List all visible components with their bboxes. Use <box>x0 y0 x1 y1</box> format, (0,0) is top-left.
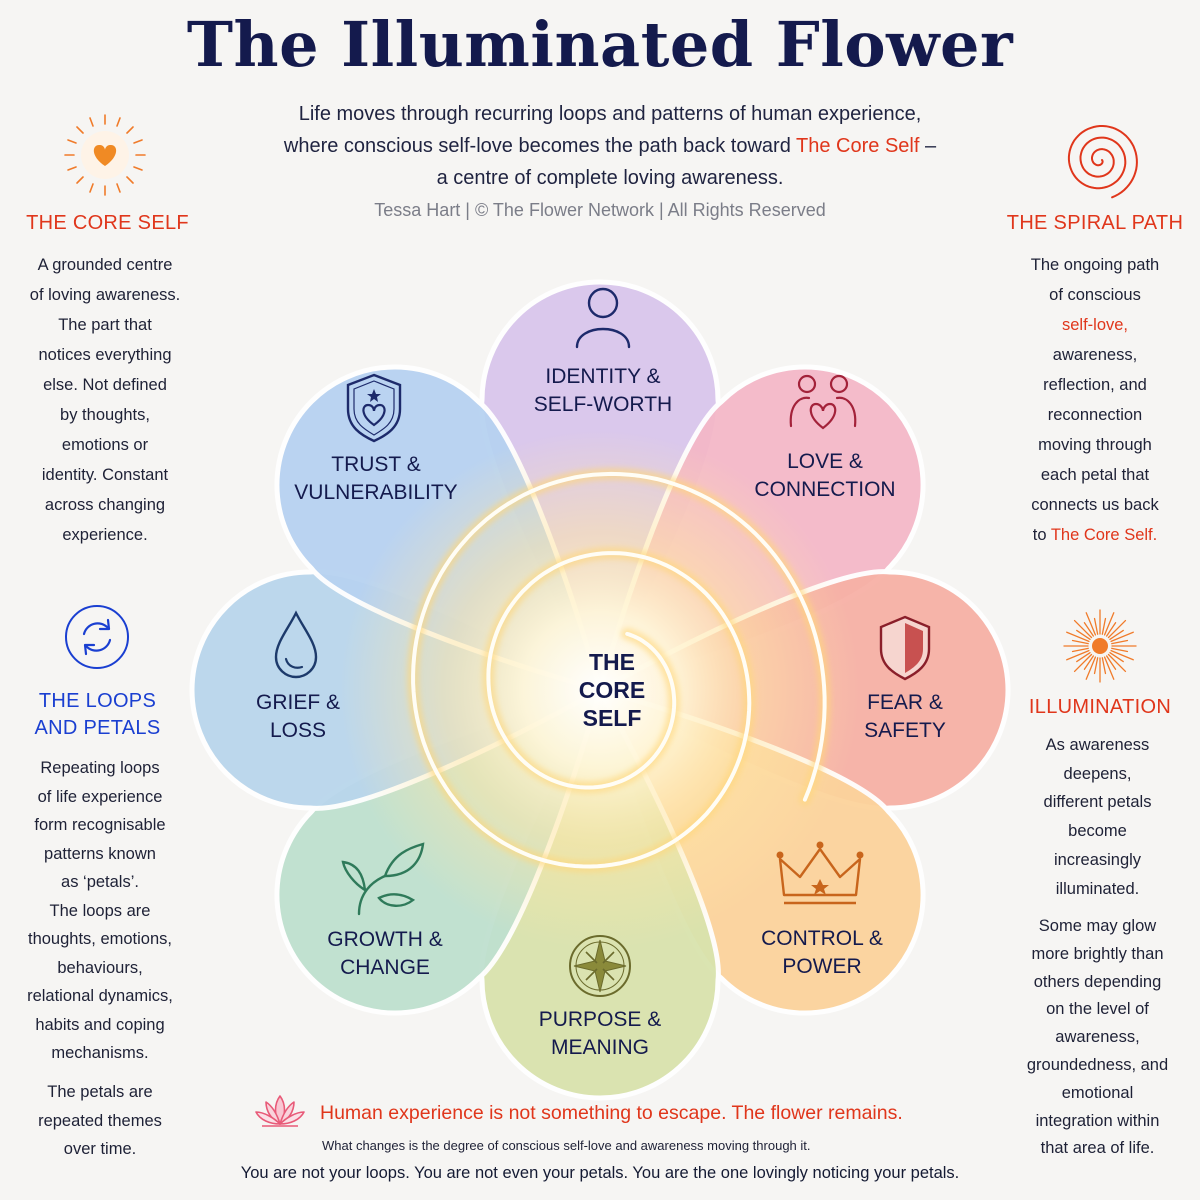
intro-line-2: where conscious self-love becomes the pa… <box>283 135 937 157</box>
bottom-headline: Human experience is not something to esc… <box>320 1102 903 1124</box>
illumination-more-line: awareness, <box>1055 1028 1140 1047</box>
loops-line: mechanisms. <box>51 1044 149 1062</box>
petal-label-grief: GRIEF & <box>256 691 340 714</box>
loops-line: Repeating loops <box>40 759 160 777</box>
person-icon <box>575 287 631 349</box>
core-self-line: emotions or <box>61 436 149 454</box>
illumination-more-line: emotional <box>1061 1083 1134 1102</box>
petal-label-trust: TRUST & <box>331 453 420 476</box>
compass-star-icon <box>569 935 631 997</box>
center-line-3: SELF <box>583 705 642 731</box>
core-self-highlight: The Core Self <box>796 135 920 157</box>
petal-label-control-2: POWER <box>782 955 861 978</box>
core-self-line: identity. Constant <box>41 466 169 484</box>
intro-line-1: Life moves through recurring loops and p… <box>298 103 922 125</box>
core-self-line: notices everything <box>38 346 172 364</box>
petals-line: over time. <box>63 1140 137 1158</box>
core-self-line: by thoughts, <box>60 406 150 424</box>
illumination-more-line: groundedness, and <box>1026 1055 1169 1074</box>
spiral-icon <box>1058 118 1142 202</box>
illumination-more-line: on the level of <box>1046 1000 1149 1019</box>
petal-label-fear-2: SAFETY <box>864 719 946 742</box>
petal-label-grief-2: LOSS <box>270 719 326 742</box>
core-self-line: The part that <box>58 316 152 334</box>
loops-description: Repeating loops of life experience form re… <box>10 754 190 1068</box>
bottom-subtext: What changes is the degree of conscious … <box>322 1138 811 1153</box>
petal-label-love: LOVE & <box>787 450 863 473</box>
petal-label-purpose: PURPOSE & <box>539 1008 662 1031</box>
loops-line: thoughts, emotions, <box>27 930 172 948</box>
petal-label-purpose-2: MEANING <box>551 1036 649 1059</box>
petal-label-identity-2: SELF-WORTH <box>534 393 672 416</box>
loops-line: behaviours, <box>57 958 143 977</box>
loops-line: habits and coping <box>35 1015 165 1034</box>
illumination-line: As awareness <box>1045 736 1150 754</box>
core-self-line: A grounded centre <box>37 256 173 274</box>
core-self-line: else. Not defined <box>43 376 167 394</box>
center-line-2: CORE <box>579 677 645 703</box>
petal-label-identity: IDENTITY & <box>545 365 660 388</box>
heart-sun-icon <box>60 110 150 200</box>
cycle-arrows-icon <box>62 602 132 672</box>
radiant-sun-icon <box>1060 606 1140 686</box>
petal-label-fear: FEAR & <box>867 691 943 714</box>
illumination-heading: ILLUMINATION <box>1028 696 1172 718</box>
couple-heart-icon <box>789 374 857 430</box>
shield-heart-icon <box>346 373 402 443</box>
petal-label-growth: GROWTH & <box>327 928 443 951</box>
bottom-affirmation: You are not your loops. You are not even… <box>240 1164 960 1182</box>
core-self-line: of loving awareness. <box>29 286 181 304</box>
loops-line: relational dynamics, <box>27 987 173 1005</box>
loops-line: The loops are <box>49 901 151 920</box>
loops-line: patterns known <box>44 844 156 863</box>
illumination-more-line: others depending <box>1033 972 1162 991</box>
page-title: The Illuminated Flower <box>186 8 1014 81</box>
illumination-description: As awareness deepens, different petals beco… <box>1010 731 1185 903</box>
loops-line: of life experience <box>37 787 163 806</box>
spiral-heading: THE SPIRAL PATH <box>1006 212 1184 234</box>
petal-label-trust-2: VULNERABILITY <box>294 481 457 504</box>
core-self-line: experience. <box>62 526 148 544</box>
intro-text: Life moves through recurring loops and p… <box>230 98 990 194</box>
credit-line: Tessa Hart | © The Flower Network | All … <box>374 200 826 220</box>
petals-description: The petals are repeated themes over time. <box>10 1078 190 1164</box>
illumination-more-line: more brightly than <box>1031 944 1164 963</box>
spiral-description: The ongoing path of conscious self-love,… <box>1030 256 1160 544</box>
loops-line: form recognisable <box>34 816 166 834</box>
petals-line: The petals are <box>47 1083 153 1101</box>
core-self-line: across changing <box>44 496 166 514</box>
intro-line-3: a centre of complete loving awareness. <box>436 167 784 189</box>
illumination-line: different petals <box>1043 793 1152 812</box>
illumination-line: become <box>1068 822 1127 841</box>
petal-label-control: CONTROL & <box>761 927 883 950</box>
lotus-icon <box>252 1090 308 1130</box>
petals-line: repeated themes <box>38 1111 162 1130</box>
illumination-description-2: Some may glow more brightly than others de… <box>1005 913 1190 1163</box>
loops-line: as ‘petals’. <box>61 873 139 891</box>
illumination-more-line: that area of life. <box>1040 1139 1155 1158</box>
illumination-more-line: integration within <box>1035 1111 1160 1130</box>
illumination-line: illuminated. <box>1055 879 1140 898</box>
spiral-path <box>411 471 827 869</box>
core-self-center: THE CORE SELF <box>579 649 645 731</box>
illumination-more-line: Some may glow <box>1038 917 1157 935</box>
loops-heading: THE LOOPS AND PETALS <box>34 690 161 739</box>
center-line-1: THE <box>589 649 635 675</box>
petal-label-love-2: CONNECTION <box>754 478 895 501</box>
illumination-line: deepens, <box>1063 764 1132 783</box>
shield-icon <box>879 615 931 681</box>
illumination-line: increasingly <box>1053 850 1142 869</box>
water-drop-icon <box>274 610 318 679</box>
crown-icon <box>776 841 864 905</box>
core-self-description: A grounded centre of loving awareness. The… <box>15 250 195 550</box>
sprout-icon <box>341 842 425 916</box>
core-self-heading: THE CORE SELF <box>26 212 189 234</box>
petal-label-growth-2: CHANGE <box>340 956 430 979</box>
